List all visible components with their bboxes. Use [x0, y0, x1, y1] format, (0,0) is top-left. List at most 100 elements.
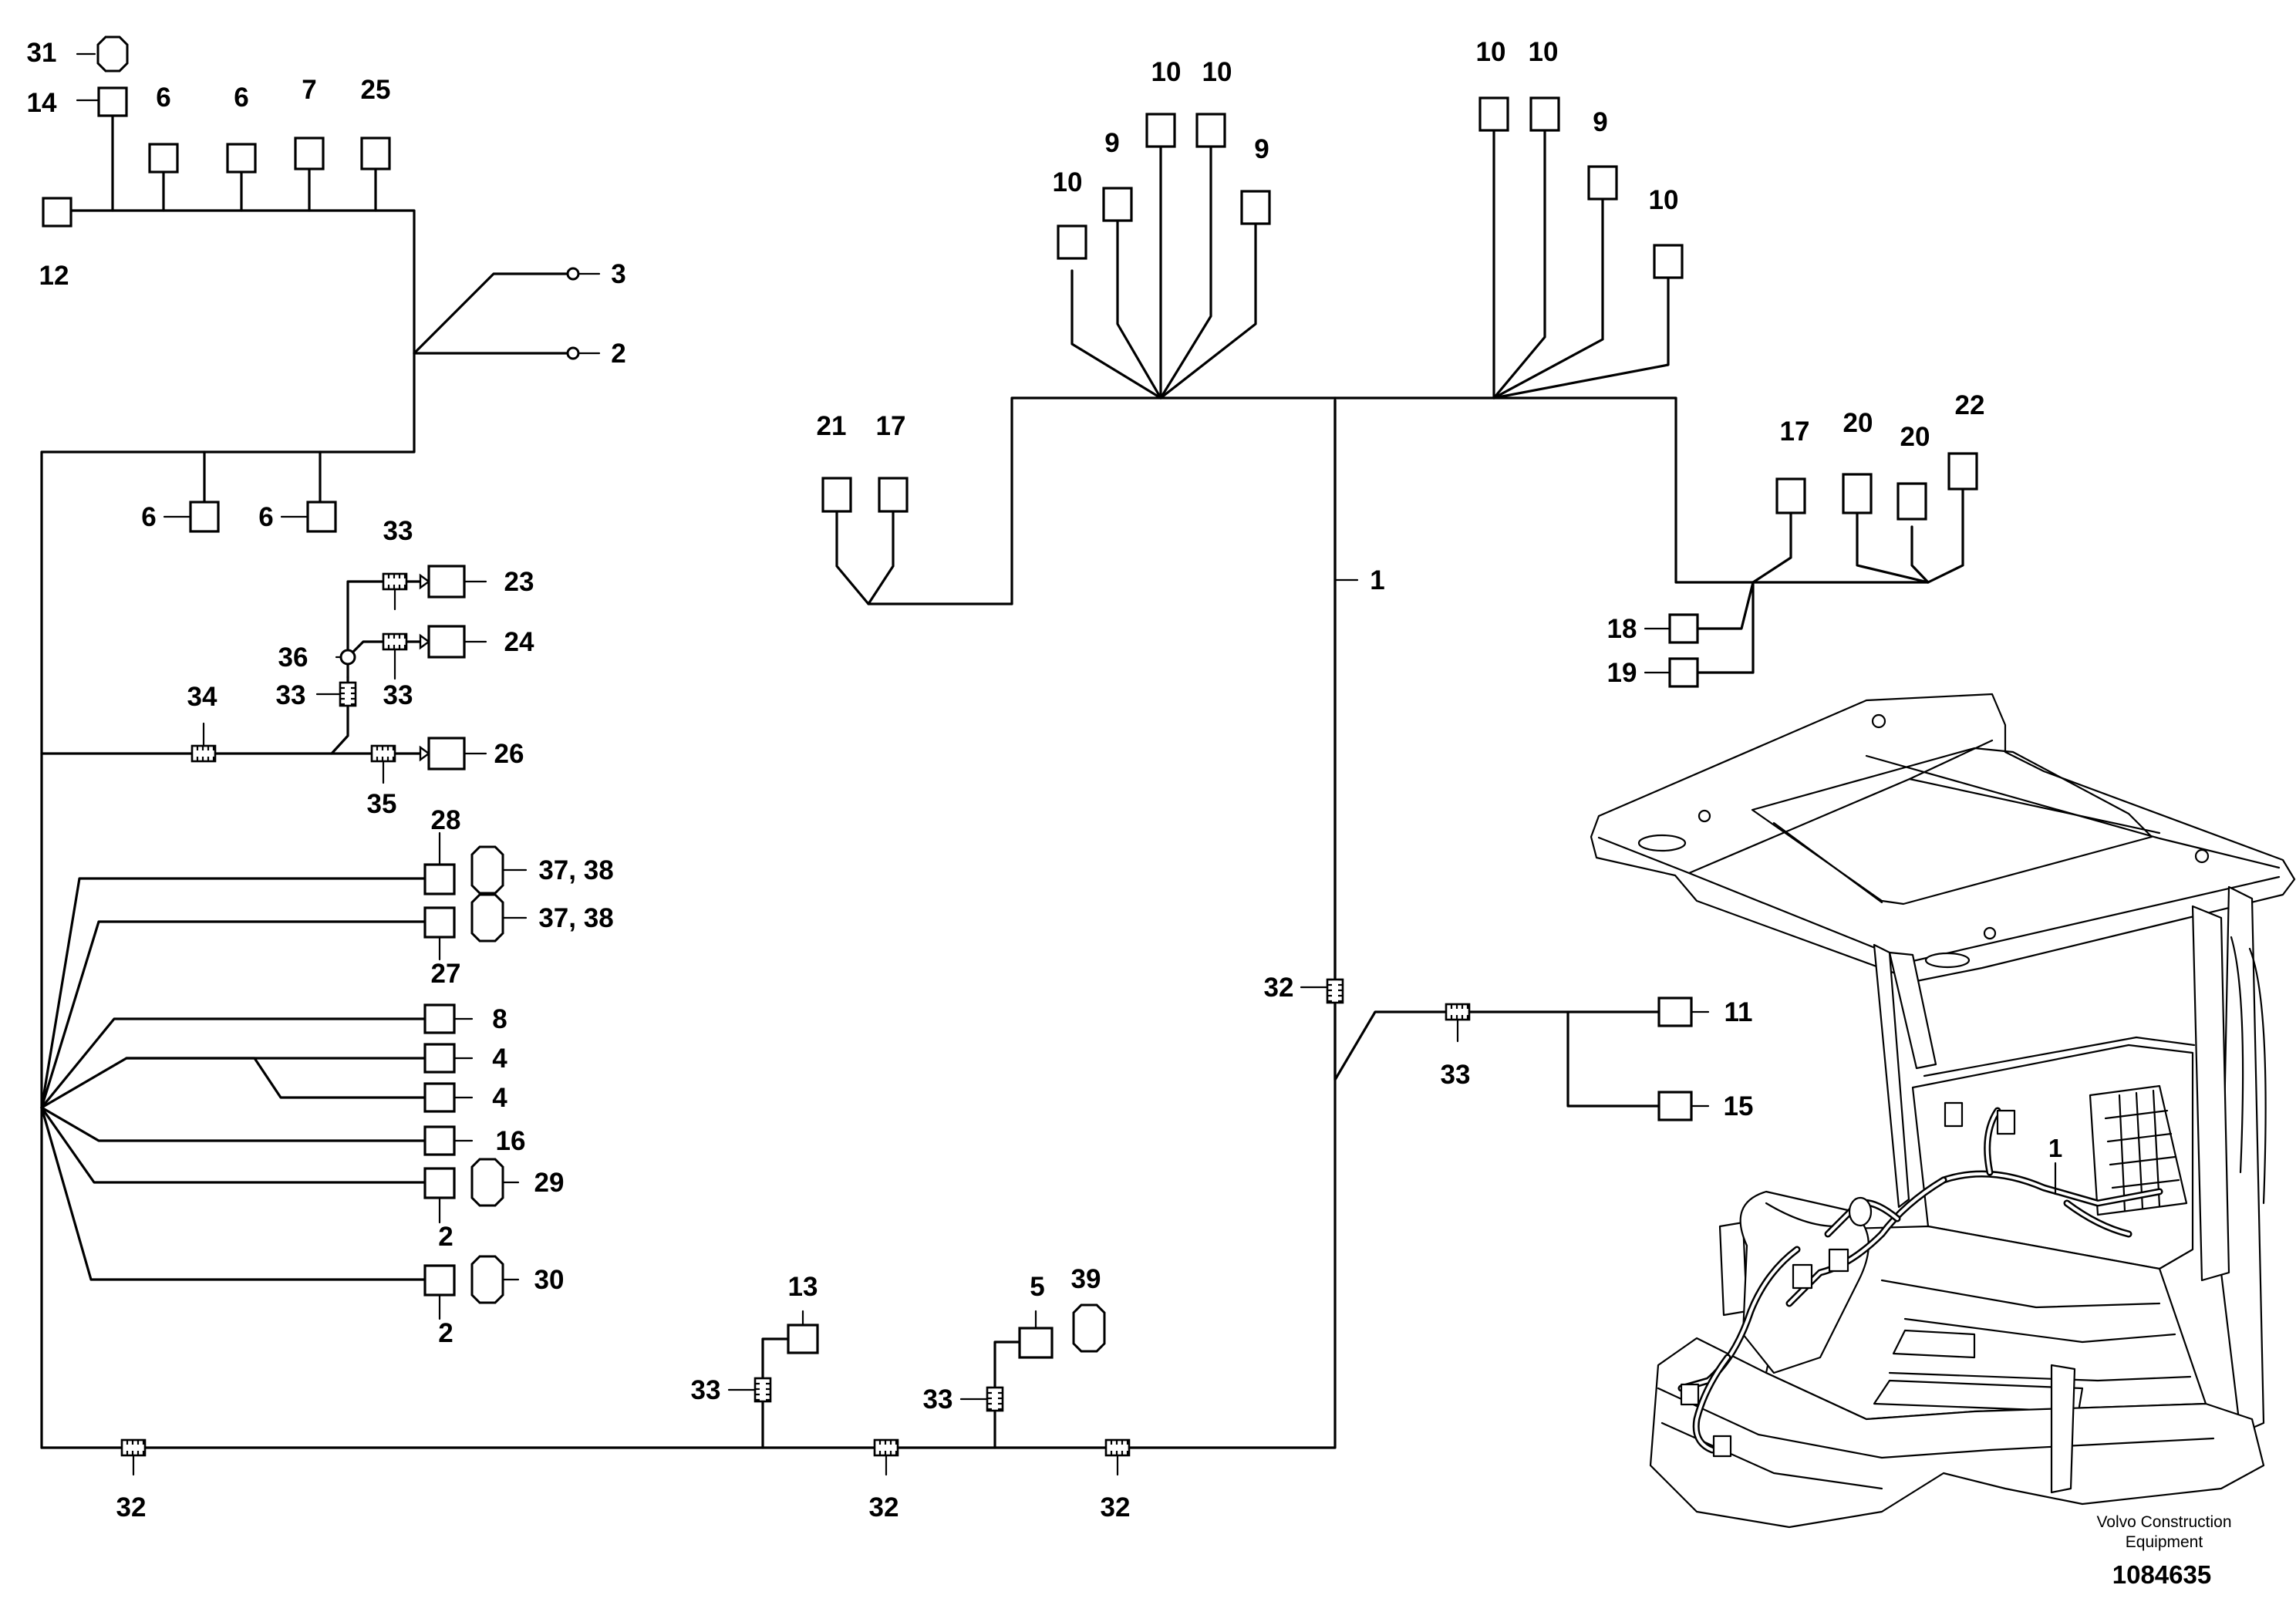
coupling-32 — [1326, 978, 1344, 1004]
connector-10 — [1195, 113, 1226, 148]
callout-25: 25 — [361, 75, 391, 105]
callout-21: 21 — [817, 411, 847, 441]
connector-18 — [1668, 613, 1699, 644]
connector-8 — [423, 1003, 456, 1034]
callout-32: 32 — [1264, 973, 1294, 1003]
coupling-35 — [370, 744, 396, 763]
connector-20 — [1896, 482, 1927, 521]
callout-12: 12 — [39, 261, 69, 291]
callout-labels: 31 14 6 6 7 25 12 3 2 6 6 33 23 24 36 33… — [27, 37, 1985, 1523]
company-name-line1: Volvo Construction — [2096, 1513, 2231, 1531]
callout-10: 10 — [1202, 57, 1232, 87]
callout-31: 31 — [27, 38, 57, 68]
callout-28: 28 — [431, 805, 461, 835]
drawing-caption: Volvo Construction Equipment 1084635 — [2096, 1513, 2231, 1589]
callout-7: 7 — [302, 75, 316, 105]
left-harness — [40, 35, 1337, 1476]
connector-15 — [1657, 1091, 1693, 1121]
coupling-32 — [120, 1438, 147, 1457]
connector-39 — [1072, 1303, 1106, 1353]
connector-26 — [427, 737, 466, 771]
callout-35: 35 — [367, 789, 397, 819]
callout-10: 10 — [1053, 167, 1083, 197]
connector-13 — [787, 1324, 819, 1354]
callout-19: 19 — [1607, 658, 1637, 688]
connector-10 — [1478, 96, 1509, 132]
callout-22: 22 — [1955, 390, 1985, 420]
callout-37-38: 37, 38 — [538, 903, 613, 933]
connector-14 — [97, 86, 128, 117]
callout-17: 17 — [876, 411, 906, 441]
callout-37-38: 37, 38 — [538, 855, 613, 885]
connector-10 — [1057, 224, 1087, 260]
callout-39: 39 — [1071, 1264, 1101, 1294]
connector-24 — [427, 625, 466, 659]
callout-23: 23 — [504, 567, 534, 597]
drawing-number: 1084635 — [2112, 1560, 2211, 1589]
callout-14: 14 — [27, 88, 57, 118]
coupling-33 — [754, 1377, 772, 1403]
connector-6 — [189, 501, 220, 533]
connector-37-38 — [470, 893, 504, 943]
callout-33: 33 — [923, 1384, 953, 1415]
callout-33: 33 — [383, 680, 413, 710]
callout-24: 24 — [504, 627, 534, 657]
callout-4: 4 — [492, 1083, 507, 1113]
callout-6: 6 — [258, 502, 273, 532]
coupling-34 — [190, 744, 217, 763]
cab-illustration: 1 — [1590, 693, 2296, 1529]
callout-16: 16 — [496, 1126, 526, 1156]
connector-21 — [821, 477, 852, 513]
callout-5: 5 — [1030, 1272, 1044, 1302]
connector-10 — [1145, 113, 1176, 148]
connector-7 — [294, 137, 325, 170]
callout-2: 2 — [611, 339, 625, 369]
connector-25 — [360, 137, 391, 170]
callout-2: 2 — [438, 1222, 453, 1252]
connector-16 — [423, 1125, 456, 1156]
callout-4: 4 — [492, 1044, 507, 1074]
connector-22 — [1947, 452, 1978, 491]
connector-11 — [1657, 996, 1693, 1027]
coupling-32 — [873, 1438, 899, 1457]
callout-30: 30 — [534, 1265, 565, 1295]
callout-33: 33 — [1441, 1060, 1471, 1090]
connector-5 — [1018, 1327, 1054, 1359]
callout-9: 9 — [1254, 134, 1269, 164]
coupling-33 — [382, 572, 408, 591]
connector-9 — [1102, 187, 1133, 222]
callout-6: 6 — [234, 83, 248, 113]
connector-37-38 — [470, 845, 504, 895]
connector-29 — [470, 1158, 504, 1207]
connector-30 — [470, 1255, 504, 1304]
callout-18: 18 — [1607, 614, 1637, 644]
illustration-callout-1: 1 — [2048, 1134, 2062, 1162]
connector-12 — [42, 197, 72, 228]
callout-27: 27 — [431, 959, 461, 989]
callout-32: 32 — [869, 1492, 899, 1523]
callout-33: 33 — [691, 1375, 721, 1405]
callout-2: 2 — [438, 1318, 453, 1348]
terminal-3 — [566, 267, 580, 281]
connector-28 — [423, 863, 456, 895]
coupling-33 — [339, 681, 357, 707]
coupling-33 — [986, 1386, 1004, 1412]
coupling-33 — [1445, 1003, 1471, 1021]
callout-36: 36 — [278, 642, 308, 673]
connector-27 — [423, 906, 456, 939]
connector-10 — [1653, 244, 1684, 279]
callout-9: 9 — [1104, 128, 1119, 158]
callout-34: 34 — [187, 682, 217, 712]
connector-19 — [1668, 657, 1699, 688]
connector-2 — [423, 1264, 456, 1297]
junction-36 — [339, 649, 356, 666]
callout-9: 9 — [1593, 107, 1607, 137]
callout-6: 6 — [141, 502, 156, 532]
connector-17 — [878, 477, 909, 513]
coupling-33 — [382, 632, 408, 651]
connector-20 — [1842, 473, 1873, 514]
callout-10: 10 — [1476, 37, 1506, 67]
callout-32: 32 — [116, 1492, 147, 1523]
callout-10: 10 — [1151, 57, 1182, 87]
